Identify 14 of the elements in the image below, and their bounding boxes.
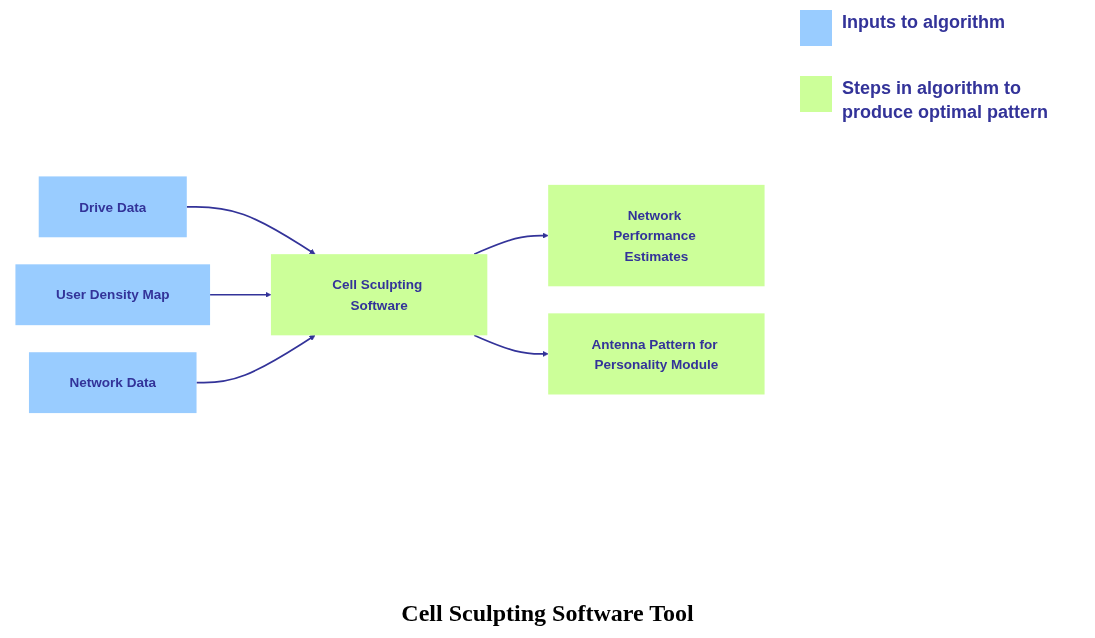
node-box: Network Data — [28, 352, 197, 414]
arrow — [195, 335, 316, 384]
arrow — [209, 292, 272, 298]
node-box: User Density Map — [15, 264, 211, 326]
arrow — [185, 206, 316, 255]
node-box: Network Performance Estimates — [548, 185, 765, 287]
arrow — [473, 334, 549, 358]
legend-text: Inputs to algorithm — [842, 11, 1005, 34]
node-box: Drive Data — [38, 176, 187, 238]
caption: Cell Sculpting Software Tool — [401, 600, 694, 627]
arrow — [473, 232, 549, 256]
legend-text: Steps in algorithm to produce optimal pattern — [842, 77, 1049, 124]
node-box: Cell Sculpting Software — [270, 254, 488, 336]
node-box: Antenna Pattern for Personality Module — [548, 313, 765, 395]
